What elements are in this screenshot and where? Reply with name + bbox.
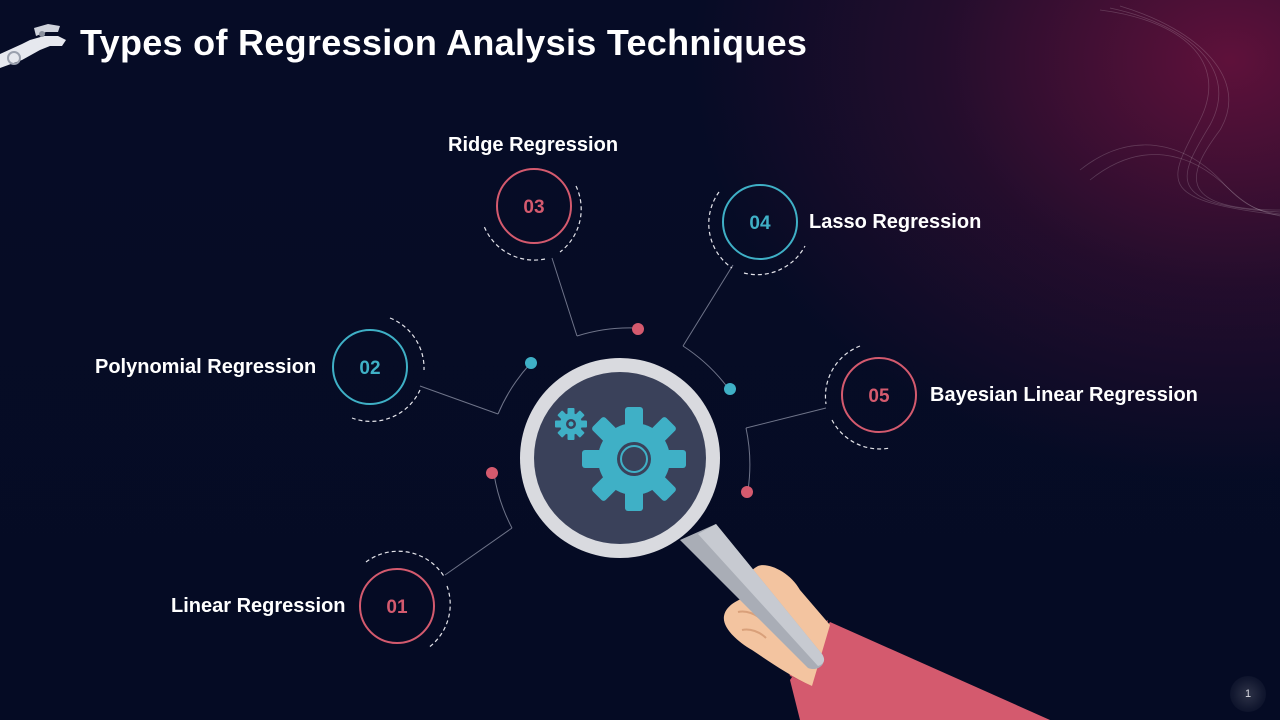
connector-03 xyxy=(551,257,578,337)
page-number: 1 xyxy=(1230,676,1266,712)
connector-01 xyxy=(444,527,513,576)
gears-icon xyxy=(555,407,686,511)
slide-title: Types of Regression Analysis Techniques xyxy=(80,22,808,63)
node-04: 04 xyxy=(708,184,806,276)
node-03: 03 xyxy=(483,168,582,261)
magnifying-glass-icon xyxy=(520,358,825,670)
arc-01 xyxy=(493,473,513,529)
label-linear-regression: Linear Regression xyxy=(171,595,346,617)
hand-icon xyxy=(723,565,1050,720)
arc-03 xyxy=(576,327,637,337)
node-number: 03 xyxy=(523,197,544,218)
label-bayesian-linear-regression: Bayesian Linear Regression xyxy=(930,384,1198,406)
dot-02 xyxy=(525,357,537,369)
arc-02 xyxy=(497,363,531,415)
robot-hand-icon xyxy=(0,24,66,68)
node-05: 05 xyxy=(824,345,917,450)
node-number: 05 xyxy=(868,386,890,407)
arc-05 xyxy=(745,427,751,491)
arc-04 xyxy=(682,345,729,389)
label-polynomial-regression: Polynomial Regression xyxy=(95,356,317,378)
connector-02 xyxy=(419,385,499,415)
dot-04 xyxy=(724,383,736,395)
dot-01 xyxy=(486,467,498,479)
connector-05 xyxy=(745,407,827,429)
node-number: 02 xyxy=(359,358,380,379)
node-02: 02 xyxy=(332,317,425,422)
node-01: 01 xyxy=(359,550,451,649)
label-lasso-regression: Lasso Regression xyxy=(809,211,982,233)
node-number: 01 xyxy=(386,597,408,618)
dot-03 xyxy=(632,323,644,335)
connector-04 xyxy=(682,264,734,347)
dot-05 xyxy=(741,486,753,498)
label-ridge-regression: Ridge Regression xyxy=(448,134,619,156)
node-number: 04 xyxy=(749,213,771,234)
